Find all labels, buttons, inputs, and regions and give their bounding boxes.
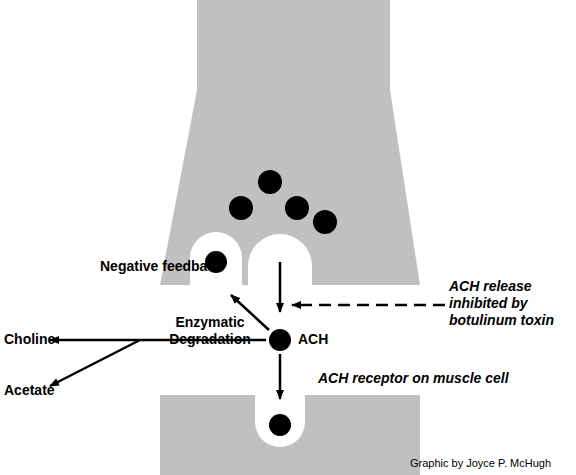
bound-ach [269,414,291,436]
process-label: Enzymatic Degradation [158,314,262,348]
vesicle [285,196,309,220]
nerve-terminal [160,0,420,285]
ach-molecule [269,329,291,351]
product-label: Acetate [4,382,74,399]
muscle-cell [160,395,420,475]
credit-note: Graphic by Joyce P. McHugh [410,457,576,470]
product-label: Choline [4,331,64,348]
receptor-label: ACH receptor on muscle cell [318,370,558,387]
release-arrow [279,262,282,312]
receptor-pocket [255,395,305,447]
molecule-label: ACH [298,331,358,348]
acetate-arrow [50,340,140,386]
inhibition-arrow [292,304,445,307]
vesicle [258,170,282,194]
binding-arrow [279,354,282,399]
vesicle [229,196,253,220]
toxin-note: ACH release inhibited by botulinum toxin [449,278,571,329]
feedback-label: Negative feedback [100,258,240,275]
vesicle [313,210,337,234]
